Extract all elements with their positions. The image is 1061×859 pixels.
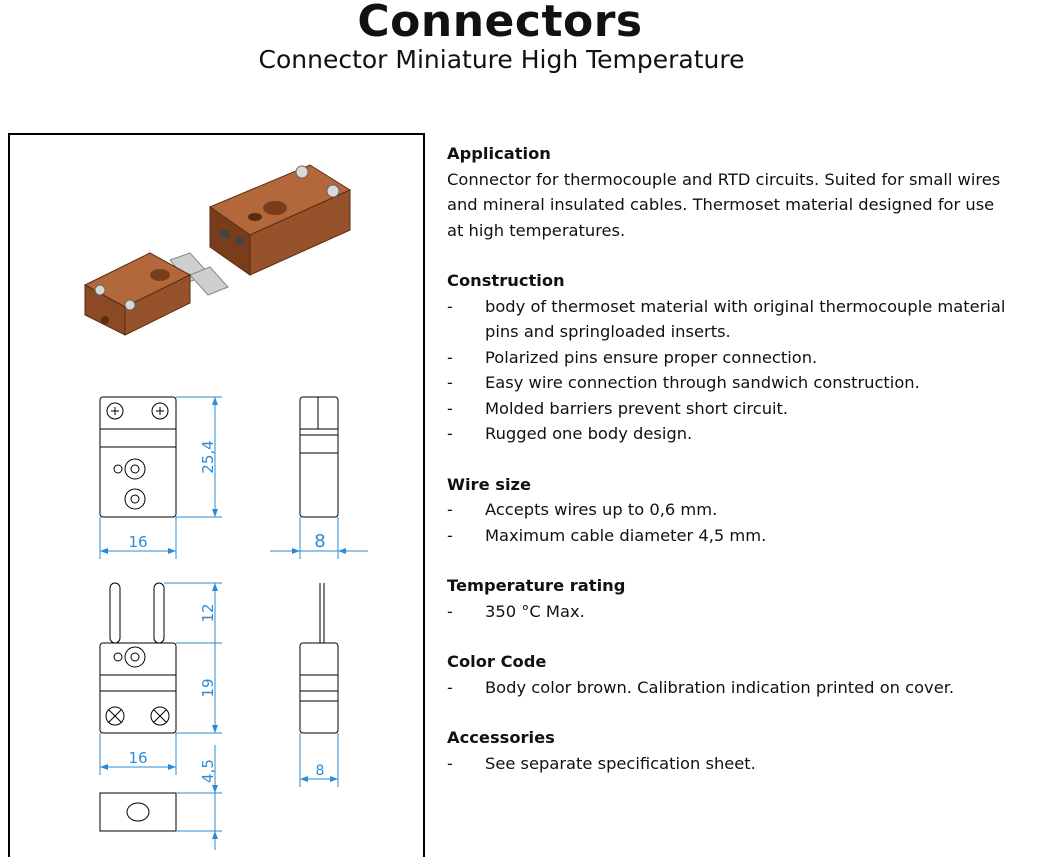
dim-height-bottom: 19: [199, 678, 217, 697]
section-construction: Construction -body of thermoset material…: [447, 268, 1047, 447]
application-line: Connector for thermocouple and RTD circu…: [447, 169, 1001, 189]
heading-temperature: Temperature rating: [447, 576, 626, 595]
list-item: -Maximum cable diameter 4,5 mm.: [447, 525, 767, 545]
list-item: -body of thermoset material with origina…: [447, 296, 1006, 342]
dim-pin-length: 12: [199, 603, 217, 622]
heading-wire-size: Wire size: [447, 474, 532, 494]
section-application: Application Connector for thermocouple a…: [447, 141, 1047, 243]
dim-width-top: 16: [128, 533, 147, 551]
side-view-female: [299, 396, 339, 518]
heading-construction: Construction: [447, 271, 565, 290]
section-wire-size: Wire size -Accepts wires up to 0,6 mm. -…: [447, 472, 1047, 549]
heading-color-code: Color Code: [447, 652, 547, 671]
section-temperature: Temperature rating -350 °C Max.: [447, 573, 1047, 624]
page-title: Connectors: [357, 0, 643, 47]
dimension-arrows: [100, 397, 346, 839]
male-connector-render: [83, 252, 229, 336]
technical-drawing: 25,4 16 8 12 19 16 8 4,5: [83, 164, 368, 850]
list-item: -Body color brown. Calibration indicatio…: [447, 677, 955, 697]
list-item: -See separate specification sheet.: [447, 753, 756, 773]
list-item: -Polarized pins ensure proper connection…: [447, 347, 818, 367]
dim-width-bottom: 16: [128, 749, 147, 767]
female-connector-render: [208, 164, 352, 276]
dimension-lines: [99, 396, 368, 850]
dim-depth-bottom: 8: [316, 763, 325, 779]
heading-application: Application: [447, 144, 551, 163]
section-accessories: Accessories -See separate specification …: [447, 725, 1047, 776]
list-item: -Rugged one body design.: [447, 424, 693, 443]
front-view-female: [99, 396, 177, 518]
heading-accessories: Accessories: [447, 728, 555, 747]
application-line: at high temperatures.: [447, 220, 626, 240]
list-item: -Accepts wires up to 0,6 mm.: [447, 500, 718, 519]
list-item: -Molded barriers prevent short circuit.: [447, 398, 789, 418]
spec-text: Application Connector for thermocouple a…: [447, 141, 1047, 801]
front-view-male: [99, 582, 177, 734]
dim-depth-top: 8: [314, 531, 325, 552]
side-view-male: [299, 583, 339, 734]
list-item: -350 °C Max.: [447, 601, 585, 621]
list-item: -Easy wire connection through sandwich c…: [447, 373, 920, 392]
end-view: [99, 792, 177, 832]
section-color-code: Color Code -Body color brown. Calibratio…: [447, 649, 1047, 700]
page-subtitle: Connector Miniature High Temperature: [258, 45, 745, 74]
application-line: and mineral insulated cables. Thermoset …: [447, 195, 995, 214]
dim-height-top: 25,4: [199, 440, 217, 473]
drawing-panel: 25,4 16 8 12 19 16 8 4,5: [8, 133, 425, 857]
dim-end-height: 4,5: [199, 759, 217, 783]
